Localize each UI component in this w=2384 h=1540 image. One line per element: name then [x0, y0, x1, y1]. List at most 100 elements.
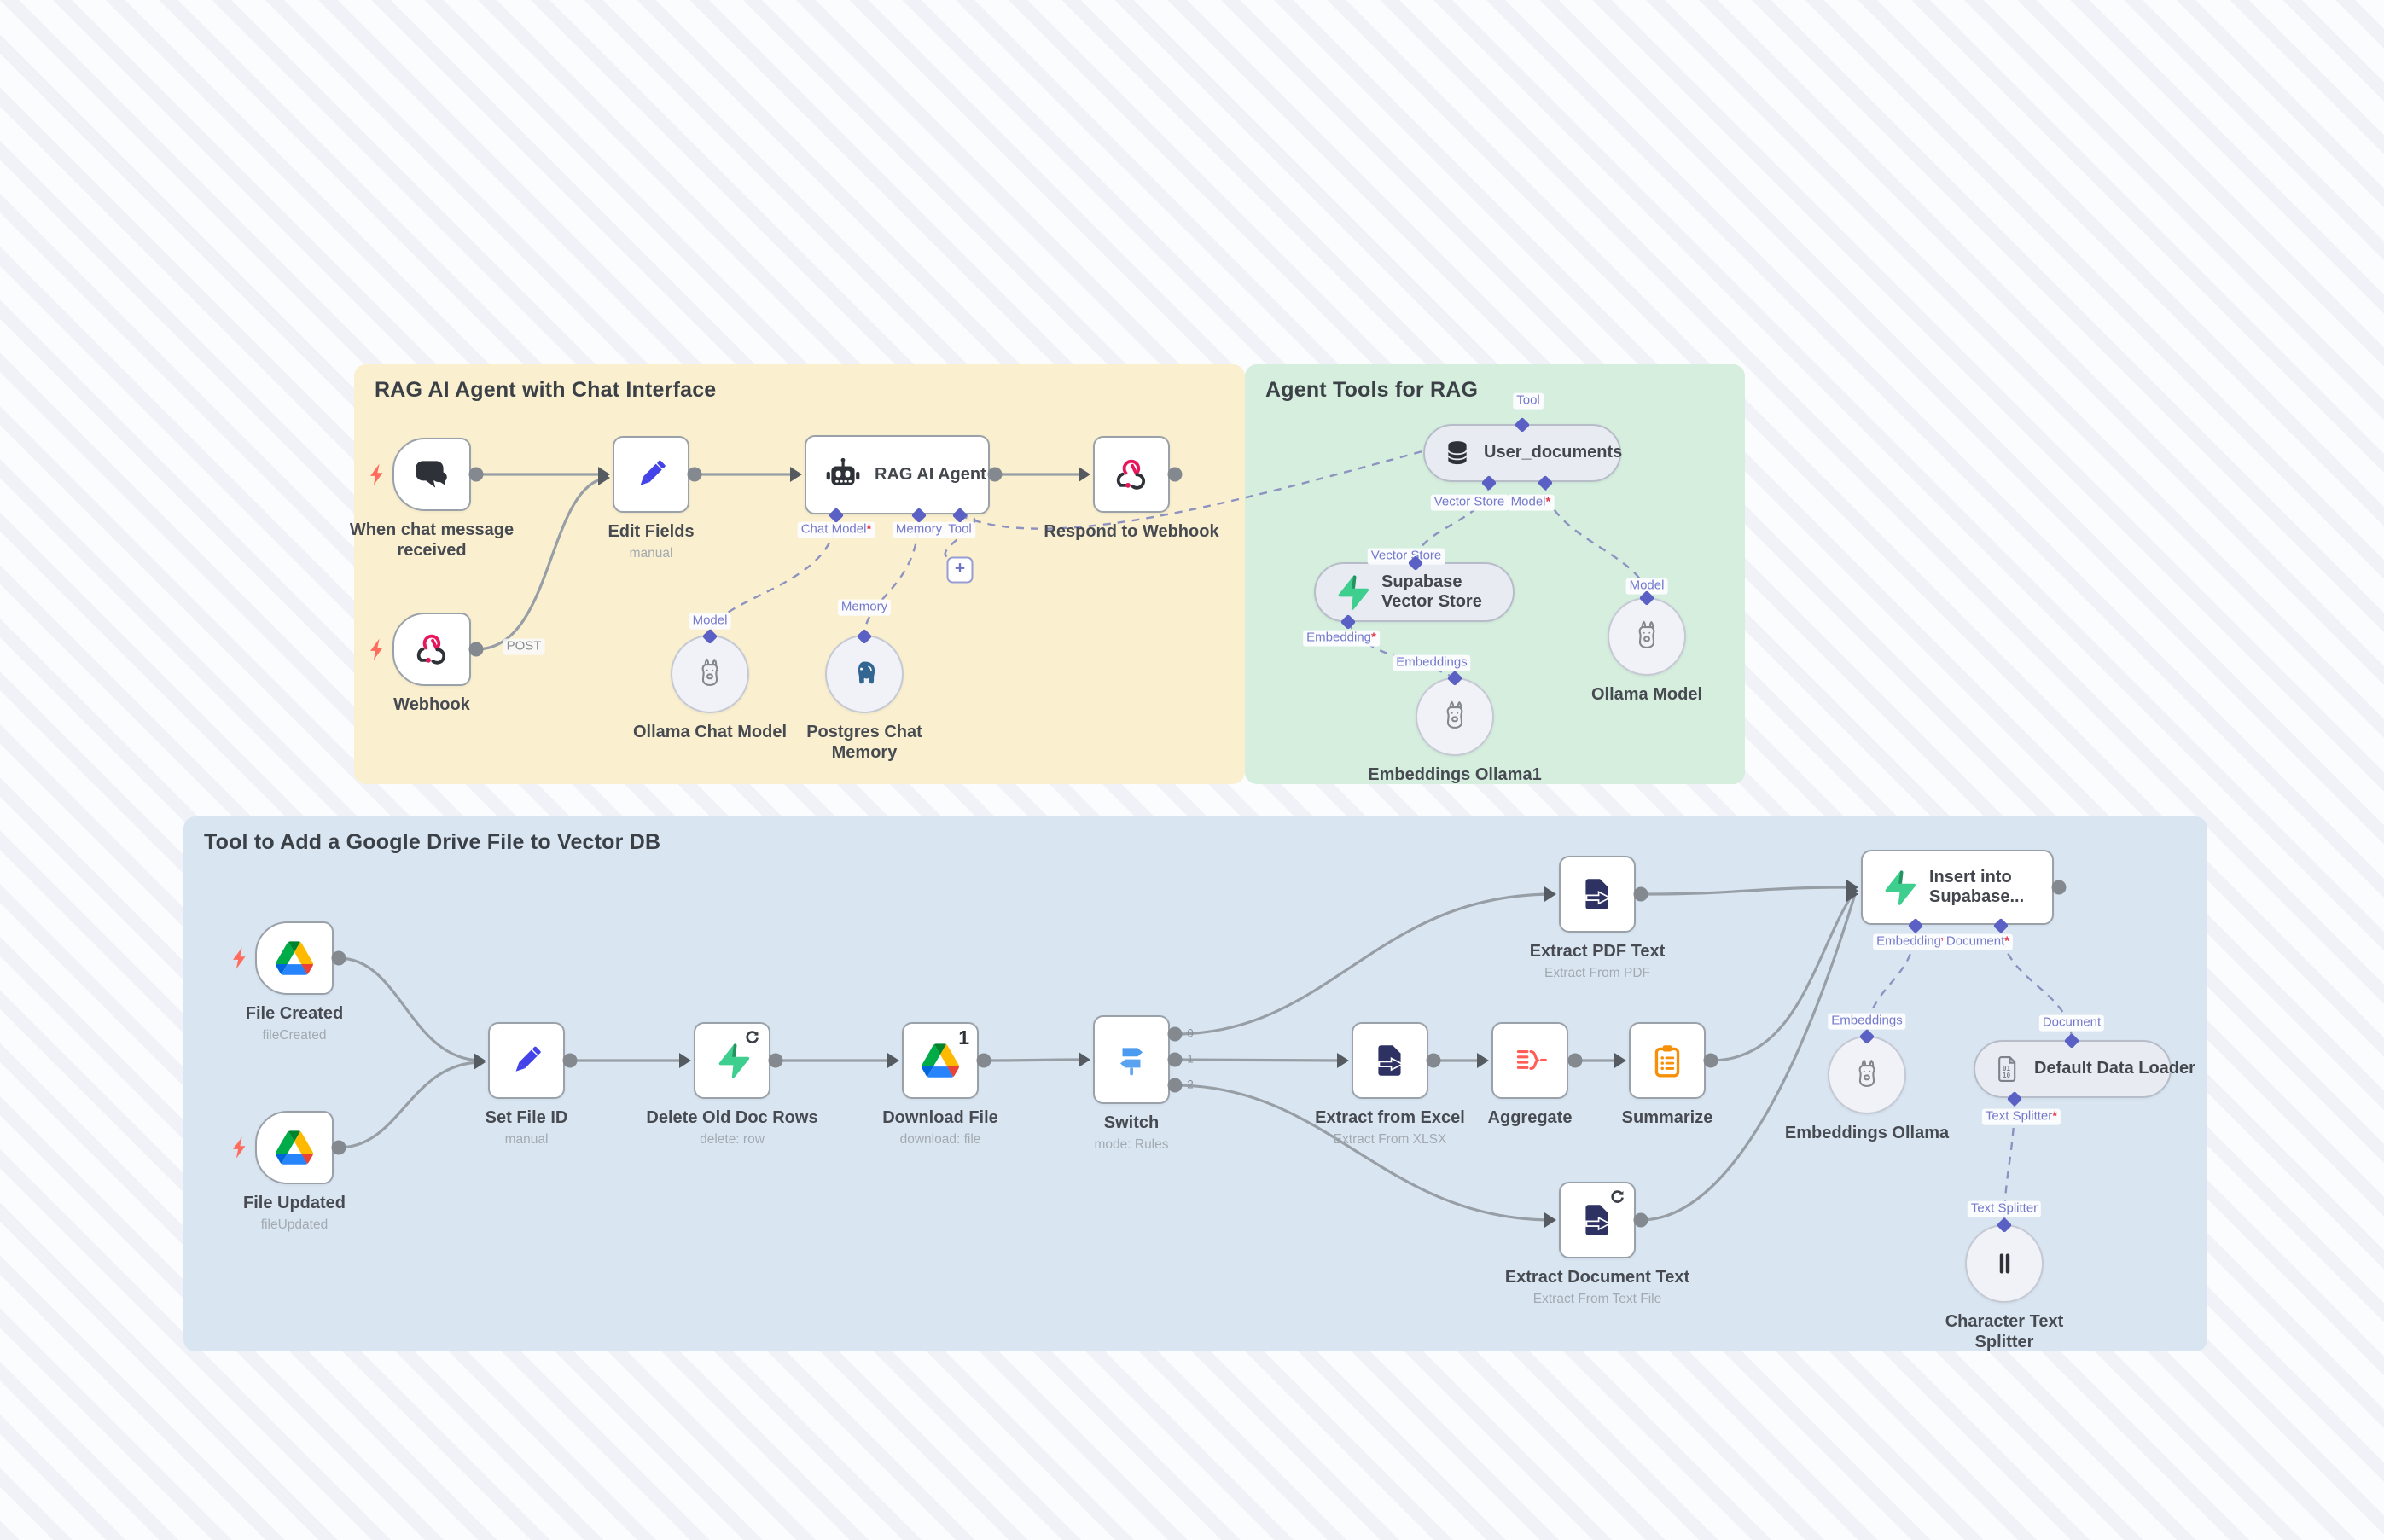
gdrive-icon [276, 941, 313, 975]
connector-label-text: Vector Store [1433, 494, 1505, 509]
connector-label-model: Model* [1507, 494, 1555, 511]
output-port-dot[interactable] [331, 1140, 346, 1155]
connection-wire[interactable] [1174, 892, 1554, 1036]
connector-label-embedding: Embedding* [1303, 630, 1380, 647]
output-port-dot[interactable] [1567, 1053, 1583, 1068]
output-port-dot[interactable] [1633, 886, 1648, 902]
node-rag-ai-agent[interactable]: RAG AI Agent [805, 435, 990, 514]
node-file-updated[interactable] [255, 1111, 334, 1184]
output-port-dot[interactable] [468, 642, 484, 657]
connection-wire[interactable] [475, 476, 608, 651]
input-port-arrow [598, 470, 610, 485]
node-extract-from-excel[interactable] [1352, 1022, 1428, 1099]
output-port-dot[interactable] [331, 950, 346, 966]
connector-label-text: POST [506, 638, 542, 654]
node-ollama-chat-model[interactable] [671, 635, 749, 713]
input-port-arrow [1846, 886, 1858, 902]
connector-label-1: 1 [1183, 1053, 1197, 1067]
connection-wire[interactable] [338, 1061, 483, 1149]
svg-text:10: 10 [2003, 1072, 2011, 1079]
node-file-created[interactable] [255, 921, 334, 995]
supabase-icon [713, 1042, 751, 1079]
node-user-documents[interactable]: User_documents [1423, 424, 1623, 482]
summarize-icon [1648, 1041, 1687, 1080]
node-extract-pdf-text[interactable] [1559, 856, 1636, 933]
input-port-arrow [1079, 467, 1090, 482]
refresh-badge-icon [743, 1028, 761, 1050]
connector-label-text: Memory [895, 521, 943, 537]
ai-connection-wire[interactable] [863, 514, 921, 637]
node-title: User_documents [1484, 443, 1623, 462]
output-port-dot[interactable] [1167, 1052, 1183, 1067]
connection-wire[interactable] [1710, 890, 1857, 1062]
connection-wire[interactable] [1174, 1058, 1346, 1062]
connector-label-tool: Tool [945, 521, 975, 538]
output-port-dot[interactable] [2051, 880, 2067, 895]
node-aggregate[interactable] [1491, 1022, 1568, 1099]
connection-wire[interactable] [1174, 1084, 1554, 1222]
pause-bars-icon [1986, 1246, 2022, 1281]
connector-label-text: Model [692, 613, 728, 628]
output-port-dot[interactable] [1426, 1053, 1441, 1068]
node-download-file[interactable]: 1 [902, 1022, 979, 1099]
node-edit-fields[interactable] [613, 436, 689, 513]
node-summarize[interactable] [1629, 1022, 1706, 1099]
node-embeddings-ollama1[interactable] [1416, 677, 1494, 756]
required-asterisk: * [866, 521, 872, 537]
connector-label-text: Text Splitter [1985, 1108, 2053, 1124]
output-port-dot[interactable] [562, 1053, 578, 1068]
connection-wire[interactable] [1640, 886, 1856, 896]
node-set-file-id[interactable] [488, 1022, 565, 1099]
connector-label-text: Embedding [1306, 630, 1372, 645]
sticky-note-title: RAG AI Agent with Chat Interface [375, 378, 717, 402]
output-port-dot[interactable] [1167, 1078, 1183, 1093]
input-port-arrow [474, 1055, 486, 1070]
connector-label-vector-store: Vector Store [1430, 494, 1509, 511]
sticky-note-rag-chat[interactable]: RAG AI Agent with Chat Interface [354, 364, 1245, 784]
node-webhook[interactable] [392, 613, 471, 686]
node-delete-old-doc-rows[interactable] [694, 1022, 770, 1099]
output-port-dot[interactable] [768, 1053, 783, 1068]
connector-label-text: Document [1945, 933, 2005, 949]
connector-label-text: Model [1629, 578, 1665, 593]
add-tool-button[interactable]: + [946, 556, 974, 584]
ai-connection-wire[interactable] [708, 514, 838, 637]
output-port-dot[interactable] [976, 1053, 991, 1068]
node-ollama-model[interactable] [1608, 597, 1686, 676]
node-title: Supabase Vector Store [1381, 572, 1482, 611]
connection-wire[interactable] [1640, 893, 1857, 1222]
connector-label-text: Embeddings [1831, 1013, 1903, 1028]
node-extract-document-text[interactable] [1559, 1182, 1636, 1258]
connector-label-model: Model [1625, 578, 1668, 595]
node-supabase-vector-store[interactable]: Supabase Vector Store [1314, 562, 1515, 622]
node-insert-into-supabase[interactable]: Insert into Supabase... [1861, 850, 2054, 925]
sticky-note-title: Agent Tools for RAG [1265, 378, 1479, 402]
output-port-dot[interactable] [1167, 1026, 1183, 1042]
node-respond-to-webhook[interactable] [1093, 436, 1170, 513]
connector-label-text: Model [1510, 494, 1546, 509]
output-port-dot[interactable] [468, 467, 484, 482]
output-port-dot[interactable] [1703, 1053, 1718, 1068]
pencil-icon [507, 1041, 546, 1080]
output-port-dot[interactable] [1633, 1212, 1648, 1228]
supabase-icon [1880, 869, 1917, 906]
connector-label-post: POST [503, 638, 545, 655]
connector-label-document: Document* [1942, 933, 2014, 950]
node-postgres-chat-memory[interactable] [825, 635, 904, 713]
node-embeddings-ollama[interactable] [1828, 1036, 1906, 1114]
node-switch[interactable] [1093, 1015, 1170, 1104]
node-when-chat-message-received[interactable] [392, 438, 471, 511]
node-character-text-splitter[interactable] [1965, 1224, 2044, 1303]
output-port-dot[interactable] [687, 467, 702, 482]
connection-wire[interactable] [983, 1058, 1088, 1062]
connection-wire[interactable] [338, 956, 483, 1062]
connector-label-text: 1 [1187, 1052, 1194, 1066]
output-port-dot[interactable] [987, 467, 1003, 482]
connector-label-embedding: Embedding* [1873, 933, 1950, 950]
connector-label-memory: Memory [892, 521, 946, 538]
items-count-badge: 1 [958, 1026, 969, 1049]
output-port-dot[interactable] [1167, 467, 1183, 482]
node-title: RAG AI Agent [875, 464, 986, 484]
